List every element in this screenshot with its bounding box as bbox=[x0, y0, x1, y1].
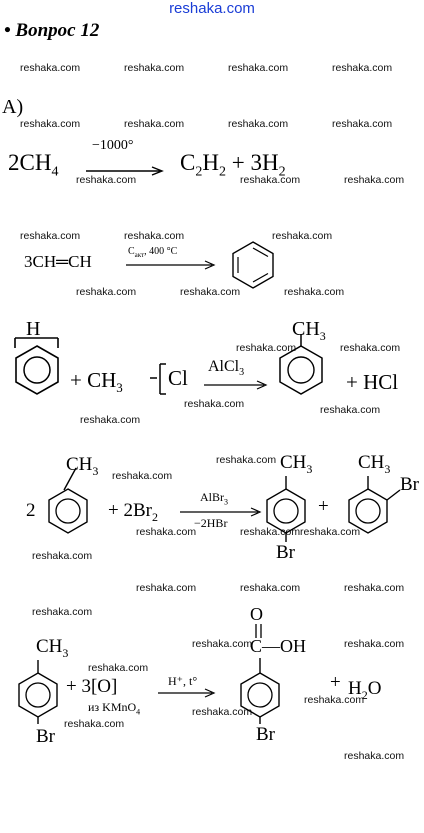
reaction-3-catalyst: AlCl3 bbox=[208, 358, 245, 379]
reaction-5-sub-bottom: Br bbox=[36, 726, 55, 747]
watermark: reshaka.com bbox=[344, 638, 405, 650]
reaction-4-p2-side: Br bbox=[400, 474, 419, 495]
toluene-ring-reactant bbox=[48, 467, 88, 534]
watermark: reshaka.com bbox=[76, 174, 137, 186]
reaction-3-reactants: + CH3 bbox=[70, 368, 123, 396]
part-label: А) bbox=[2, 96, 24, 118]
reaction-5-p-carboxyl: C—OH bbox=[250, 636, 307, 656]
watermark: reshaka.com bbox=[240, 174, 301, 186]
question-title: • Вопрос 12 bbox=[4, 20, 100, 41]
reaction-3-arrow bbox=[204, 380, 268, 390]
watermark: reshaka.com bbox=[344, 174, 405, 186]
para-bromotoluene-ring bbox=[266, 476, 306, 542]
reaction-3-substituent: CH3 bbox=[292, 318, 326, 343]
watermark: reshaka.com bbox=[272, 230, 333, 242]
watermark: reshaka.com bbox=[304, 694, 365, 706]
reaction-5-water: H2O bbox=[348, 678, 382, 702]
toluene-ring-product bbox=[279, 334, 323, 395]
watermark: reshaka.com bbox=[216, 454, 277, 466]
reaction-4-reagent: + 2Br2 bbox=[108, 500, 158, 524]
para-bromobenzoic-acid-ring bbox=[240, 658, 280, 724]
benzene-ring-product bbox=[232, 241, 274, 289]
carbonyl-double-bond bbox=[255, 624, 262, 638]
watermark: reshaka.com bbox=[112, 470, 173, 482]
watermark: reshaka.com bbox=[124, 62, 185, 74]
watermark: reshaka.com bbox=[20, 62, 81, 74]
reaction-5-p-o: O bbox=[250, 604, 263, 624]
watermark: reshaka.com bbox=[136, 582, 197, 594]
reaction-1-products: C2H2 + 3H2 bbox=[180, 150, 286, 180]
reaction-4-substituent: CH3 bbox=[66, 454, 99, 478]
watermark: reshaka.com bbox=[124, 118, 185, 130]
reaction-5-p-bottom: Br bbox=[256, 724, 275, 745]
watermark: reshaka.com bbox=[32, 550, 93, 562]
watermark: reshaka.com bbox=[332, 118, 393, 130]
watermark: reshaka.com bbox=[20, 230, 81, 242]
watermark: reshaka.com bbox=[284, 286, 345, 298]
watermark: reshaka.com bbox=[76, 286, 137, 298]
watermark: reshaka.com bbox=[32, 606, 93, 618]
reaction-4-arrow bbox=[180, 507, 262, 517]
reaction-5-oxidant: + 3[O] bbox=[66, 676, 118, 697]
reaction-1-condition: −1000° bbox=[92, 138, 134, 153]
para-bromotoluene-reactant bbox=[18, 660, 58, 724]
reaction-1: 2CH4 bbox=[8, 150, 59, 180]
ortho-bromotoluene-ring bbox=[348, 476, 401, 534]
benzene-ring-reactant bbox=[14, 337, 59, 395]
watermark: reshaka.com bbox=[228, 118, 289, 130]
reaction-5-oxidant-source: из KMnO4 bbox=[88, 700, 141, 717]
reaction-5-arrow bbox=[158, 688, 216, 698]
watermark: reshaka.com bbox=[236, 342, 297, 354]
watermark: reshaka.com bbox=[192, 706, 253, 718]
reaction-4-catalyst: AlBr3 bbox=[200, 490, 228, 507]
watermark: reshaka.com bbox=[20, 118, 81, 130]
watermark: reshaka.com bbox=[64, 718, 125, 730]
site-header[interactable]: reshaka.com bbox=[169, 0, 255, 17]
watermark: reshaka.com bbox=[136, 526, 197, 538]
watermark: reshaka.com bbox=[192, 638, 253, 650]
reaction-5-sub-top: CH3 bbox=[36, 636, 69, 660]
watermark: reshaka.com bbox=[124, 230, 185, 242]
watermark: reshaka.com bbox=[344, 582, 405, 594]
reaction-5-condition: H⁺, t° bbox=[168, 674, 198, 688]
reaction-3-cl: Cl bbox=[168, 366, 188, 390]
watermark: reshaka.com bbox=[300, 526, 361, 538]
reaction-2-arrow bbox=[126, 260, 216, 270]
reaction-4-p2-top: CH3 bbox=[358, 452, 391, 476]
watermark: reshaka.com bbox=[332, 62, 393, 74]
reaction-2-condition: Cакт, 400 °C bbox=[128, 246, 178, 259]
reaction-4-p1-bottom: Br bbox=[276, 542, 295, 563]
reaction-4-coef: 2 bbox=[26, 500, 36, 521]
watermark: reshaka.com bbox=[80, 414, 141, 426]
watermark: reshaka.com bbox=[180, 286, 241, 298]
watermark: reshaka.com bbox=[240, 526, 301, 538]
watermark: reshaka.com bbox=[240, 582, 301, 594]
reaction-5-plus2: + bbox=[330, 672, 341, 693]
reaction-2: 3CH═CH bbox=[24, 252, 92, 271]
watermark: reshaka.com bbox=[228, 62, 289, 74]
reaction-3-byproduct: + HCl bbox=[346, 370, 399, 394]
watermark: reshaka.com bbox=[320, 404, 381, 416]
reaction-4-plus2: + bbox=[318, 496, 329, 517]
reaction-1-arrow bbox=[86, 166, 164, 176]
reaction-3-bracket bbox=[150, 363, 166, 395]
watermark: reshaka.com bbox=[344, 750, 405, 762]
reaction-4-p1-top: CH3 bbox=[280, 452, 313, 476]
reaction-4-byproduct: −2HBr bbox=[194, 516, 228, 530]
reaction-3-h: H bbox=[26, 318, 41, 340]
watermark: reshaka.com bbox=[184, 398, 245, 410]
watermark: reshaka.com bbox=[88, 662, 149, 674]
watermark: reshaka.com bbox=[340, 342, 401, 354]
